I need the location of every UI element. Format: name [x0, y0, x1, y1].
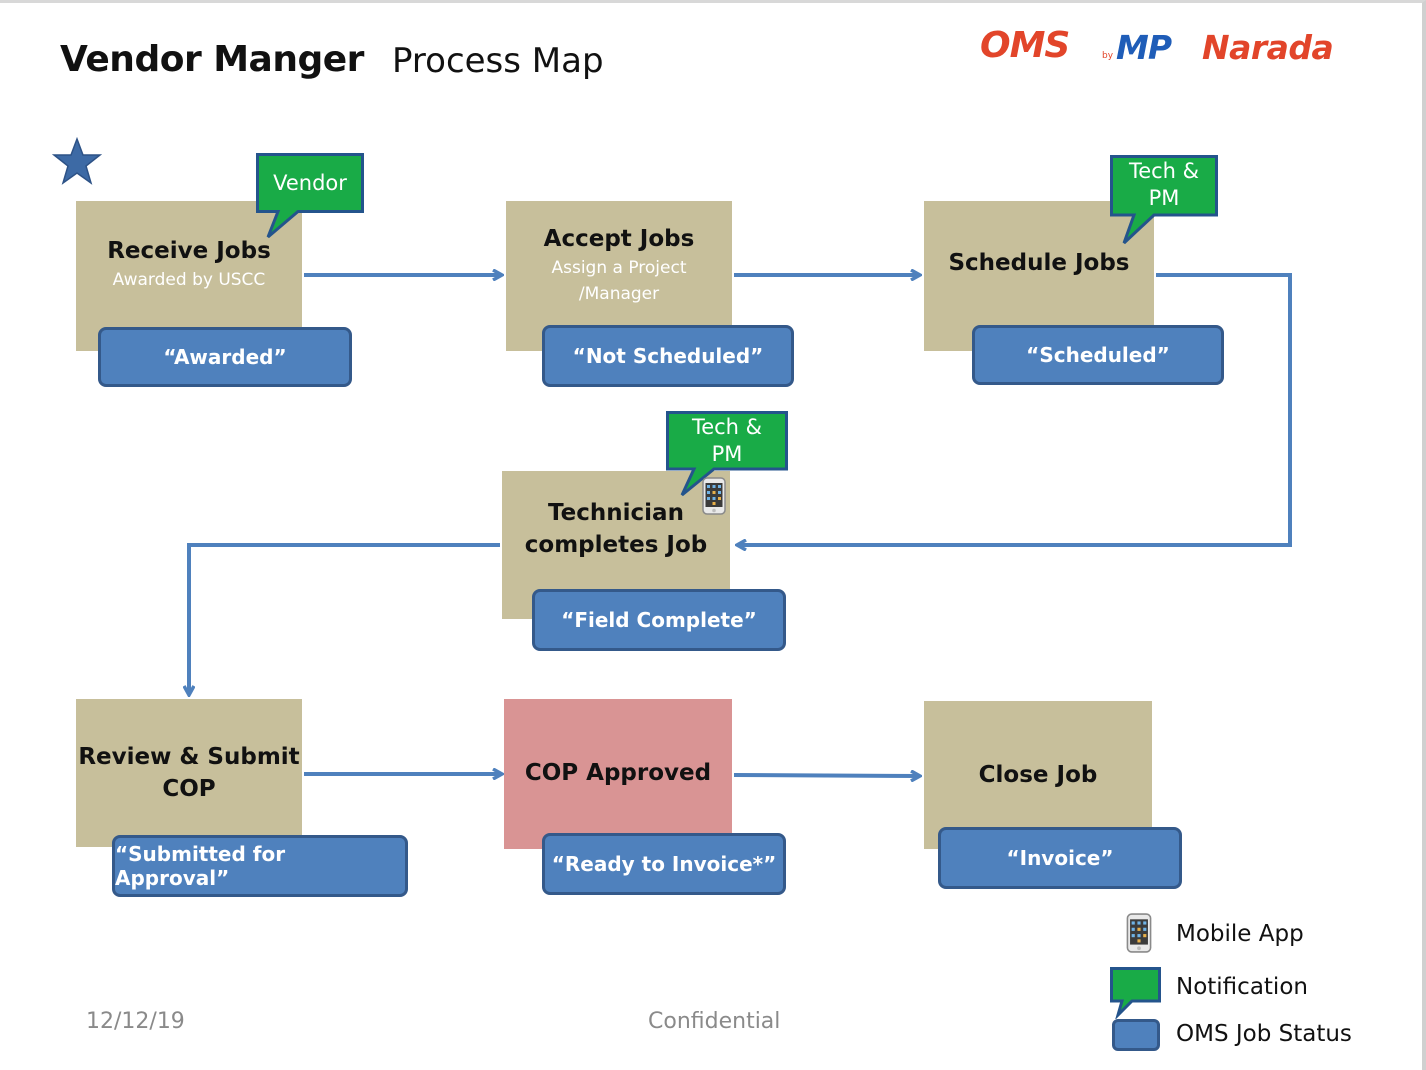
- status-badge-submitted-for-approval: “Submitted for Approval”: [112, 835, 408, 897]
- notification-line1: Tech &: [1128, 159, 1200, 183]
- status-badge-invoice: “Invoice”: [938, 827, 1182, 889]
- step-name: Close Job: [978, 762, 1098, 788]
- step-name: COP Approved: [524, 760, 712, 786]
- step-review-submit-cop: Review & Submit COP: [76, 699, 302, 847]
- footer-confidential: Confidential: [648, 1009, 781, 1034]
- status-badge-scheduled: “Scheduled”: [972, 325, 1224, 385]
- mobile-phone-icon: [1126, 913, 1152, 953]
- notification-legend-icon: [1110, 967, 1161, 1019]
- notification-line2: PM: [711, 442, 743, 466]
- step-name: Receive Jobs: [107, 238, 271, 264]
- step-name: Accept Jobs: [543, 226, 695, 252]
- page-title: Vendor Manger: [60, 39, 364, 80]
- star-icon: [52, 137, 102, 185]
- step-detail-line1: Assign a Project: [551, 258, 687, 278]
- footer-date: 12/12/19: [86, 1009, 185, 1034]
- legend-notification-label: Notification: [1176, 974, 1308, 1000]
- notification-callout-vendor: [256, 153, 364, 239]
- notification-label: Tech & PM: [666, 411, 788, 471]
- step-receive-jobs: Receive Jobs Awarded by USCC: [76, 201, 302, 351]
- step-name-line1: Review & Submit: [78, 744, 300, 770]
- step-name-line1: Technician: [548, 500, 684, 526]
- step-detail-line2: /Manager: [578, 284, 660, 304]
- status-badge-ready-to-invoice: “Ready to Invoice*”: [542, 833, 786, 895]
- step-close-job: Close Job: [924, 701, 1152, 849]
- step-name-line2: COP: [162, 776, 216, 802]
- status-badge-not-scheduled: “Not Scheduled”: [542, 325, 794, 387]
- oms-mp-narada-logo: OMS by MP Narada: [980, 25, 1390, 67]
- step-name: Schedule Jobs: [948, 250, 1130, 276]
- logo-by-text: by: [1102, 51, 1114, 61]
- step-name-line2: completes Job: [524, 532, 708, 558]
- status-legend-icon: [1112, 1019, 1160, 1051]
- logo-narada-text: Narada: [1202, 28, 1334, 67]
- status-badge-field-complete: “Field Complete”: [532, 589, 786, 651]
- notification-line2: PM: [1148, 186, 1180, 210]
- mobile-phone-icon: [702, 477, 726, 515]
- arrow-cop-to-close: [733, 775, 920, 776]
- notification-label: Tech & PM: [1110, 155, 1218, 215]
- notification-callout-tech-pm: [1110, 155, 1218, 245]
- status-badge-awarded: “Awarded”: [98, 327, 352, 387]
- notification-label: Vendor: [273, 170, 347, 195]
- logo-oms-text: OMS: [980, 25, 1070, 66]
- page-subtitle: Process Map: [392, 41, 604, 81]
- legend-status-label: OMS Job Status: [1176, 1021, 1352, 1047]
- step-cop-approved: COP Approved: [504, 699, 732, 849]
- logo-mp-text: MP: [1116, 28, 1172, 67]
- notification-callout-tech-pm: [666, 411, 788, 497]
- arrow-technician-to-review: [189, 543, 500, 695]
- notification-line1: Tech &: [691, 415, 763, 439]
- legend-mobile-app-label: Mobile App: [1176, 921, 1304, 947]
- step-detail: Awarded by USCC: [112, 270, 266, 290]
